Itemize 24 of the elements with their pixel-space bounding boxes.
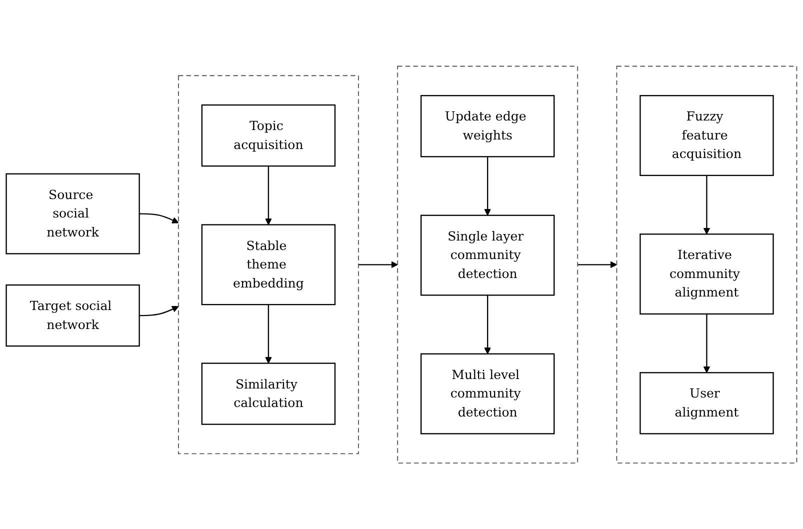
node-box: Stable theme embedding: [201, 224, 336, 305]
node-box: Similarity calculation: [201, 362, 336, 425]
node-box: User alignment: [640, 372, 774, 434]
arrow: [578, 261, 618, 268]
arrow: [358, 261, 398, 268]
cluster: [616, 66, 798, 464]
arrow: [703, 314, 710, 373]
cluster: [178, 75, 359, 454]
node-box: Topic acquisition: [201, 104, 336, 166]
node-box: Source social network: [6, 173, 140, 254]
cluster: [397, 66, 578, 464]
arrow: [265, 166, 272, 225]
node-box: Target social network: [6, 284, 140, 346]
node-box: Multi level community detection: [420, 353, 555, 434]
node-box: Iterative community alignment: [640, 233, 774, 314]
arrow: [139, 306, 179, 316]
node-box: Single layer community detection: [420, 214, 555, 296]
node-box: Update edge weights: [420, 94, 555, 158]
arrow: [703, 175, 710, 234]
arrow: [484, 156, 492, 216]
arrow: [139, 213, 179, 224]
arrow: [265, 304, 272, 364]
node-box: Fuzzy feature acquisition: [640, 94, 774, 176]
arrow: [484, 295, 492, 354]
